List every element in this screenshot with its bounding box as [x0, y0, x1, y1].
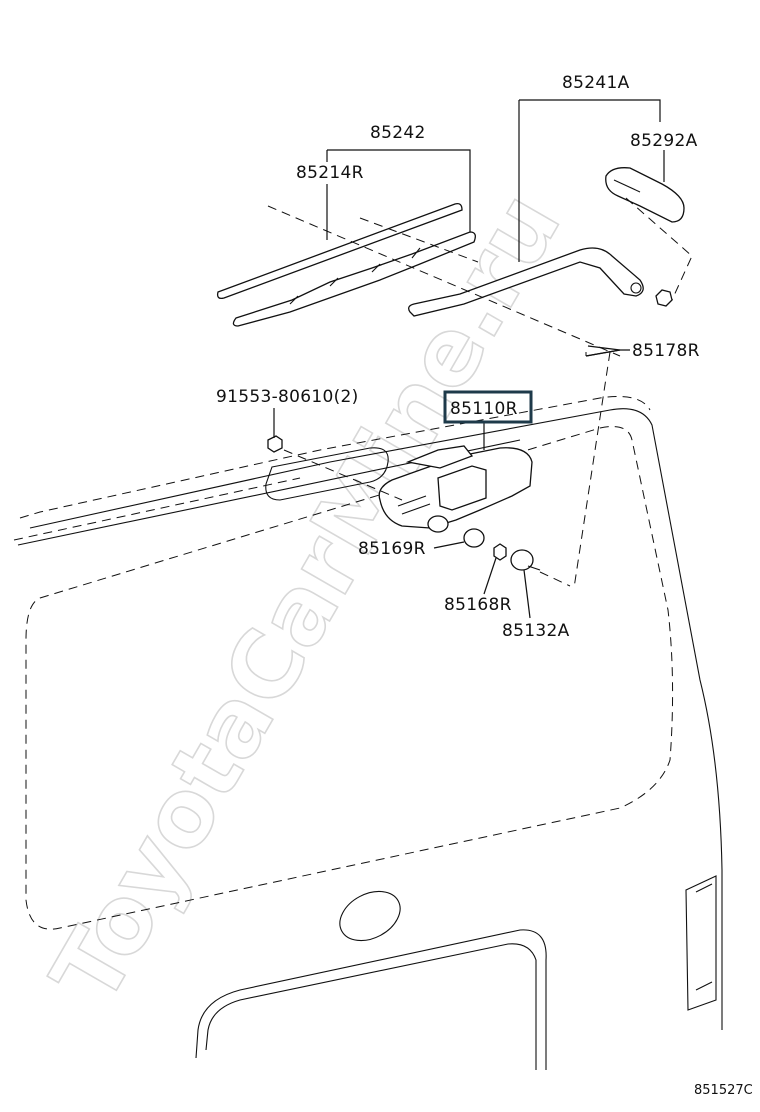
callout-85214R: 85214R	[296, 163, 364, 183]
callout-85178R: 85178R	[632, 341, 700, 361]
wiper-blade-rubber	[216, 202, 463, 300]
callout-85168R: 85168R	[444, 595, 512, 615]
callout-85169R: 85169R	[358, 539, 426, 559]
figure-code: 851527C	[694, 1083, 753, 1098]
back-door-outline	[13, 396, 723, 1070]
callout-91553: 91553-80610(2)	[216, 387, 359, 407]
pivot-cap	[510, 549, 571, 587]
highlight-box	[443, 390, 533, 424]
pivot-nut	[493, 543, 507, 561]
grommet	[463, 528, 485, 548]
wiper-motor	[378, 445, 533, 533]
callout-85132A: 85132A	[502, 621, 570, 641]
wiper-arm-nut	[655, 289, 673, 307]
callout-85292A: 85292A	[630, 131, 698, 151]
leader-lines	[273, 99, 665, 619]
wiper-arm-cap	[605, 167, 685, 223]
callout-85242: 85242	[370, 123, 426, 143]
callout-85110R: 85110R	[450, 399, 518, 419]
mounting-bolt	[267, 435, 403, 501]
wiper-arm	[408, 247, 644, 317]
callout-85241A: 85241A	[562, 73, 630, 93]
